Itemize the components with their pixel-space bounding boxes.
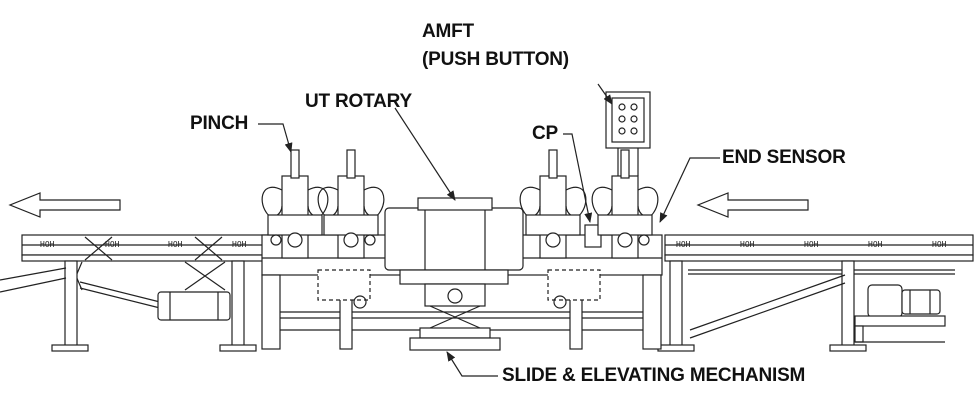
ut-rotary-leader	[394, 107, 456, 201]
end-sensor-label: END SENSOR	[722, 147, 846, 168]
cp-label: CP	[532, 123, 558, 144]
cp-roller-stand-2	[591, 149, 659, 259]
right-flow-arrow-icon	[696, 192, 809, 218]
roller-mark-6: HOH	[740, 240, 755, 249]
slide-leader	[446, 351, 498, 377]
cp-leader	[563, 133, 593, 223]
ut-rotary-unit	[384, 197, 524, 351]
pinch-label: PINCH	[190, 113, 249, 134]
ut-rotary-label: UT ROTARY	[305, 91, 412, 112]
roller-mark-4: HOH	[232, 240, 247, 249]
roller-mark-8: HOH	[868, 240, 883, 249]
pinch-leader	[258, 123, 293, 153]
roller-mark-7: HOH	[804, 240, 819, 249]
left-flow-arrow-icon	[8, 192, 121, 218]
roller-mark-3: HOH	[168, 240, 183, 249]
slide-elevating-label: SLIDE & ELEVATING MECHANISM	[502, 365, 806, 386]
end-sensor-leader	[659, 157, 720, 223]
roller-mark-9: HOH	[932, 240, 947, 249]
amft-push-button-box	[605, 91, 651, 176]
right-conveyor	[657, 234, 974, 352]
roller-mark-2: HOH	[105, 240, 120, 249]
push-button-leader	[597, 83, 613, 105]
left-conveyor	[0, 234, 269, 352]
pinch-roller-stand-1	[261, 149, 329, 259]
push-button-label: (PUSH BUTTON)	[422, 49, 569, 70]
cp-roller-stand-1	[519, 149, 602, 259]
amft-label: AMFT	[422, 21, 474, 42]
roller-mark-1: HOH	[40, 240, 55, 249]
pinch-roller-stand-2	[317, 149, 385, 259]
roller-mark-5: HOH	[676, 240, 691, 249]
